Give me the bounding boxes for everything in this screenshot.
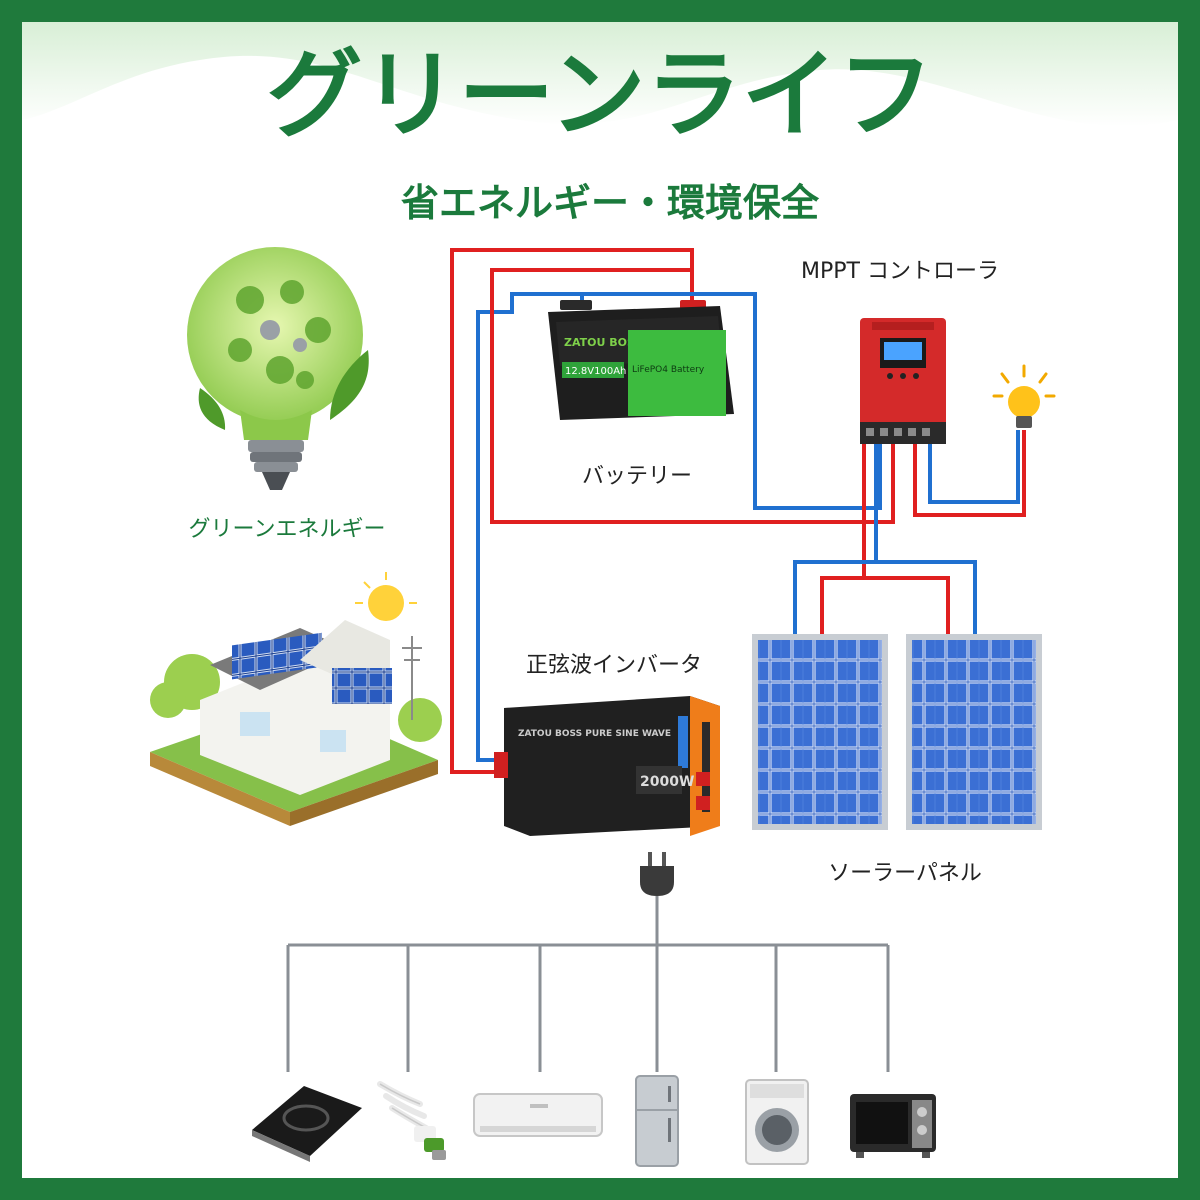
microwave-icon	[850, 1094, 936, 1158]
cfl-bulb-icon	[377, 1081, 446, 1160]
battery-chemistry: LiFePO4 Battery	[632, 365, 705, 375]
wire-load-negative	[928, 430, 1020, 504]
inverter-power: 2000W	[640, 774, 694, 790]
solar-panel-left-icon	[752, 634, 888, 830]
header-wave	[22, 22, 1178, 127]
wire-load-positive	[913, 430, 1026, 517]
lightbulb-icon	[992, 364, 1056, 428]
refrigerator-icon	[635, 1075, 679, 1167]
plug-icon	[640, 852, 674, 896]
green-energy-label: グリーンエネルギー	[189, 517, 386, 542]
wire-battery-controller-positive	[490, 268, 895, 524]
battery-rating: 12.8V100Ah	[565, 366, 626, 377]
battery-brand: ZATOU BOSS	[564, 336, 642, 349]
inverter-brand: ZATOU BOSS PURE SINE WAVE	[518, 729, 671, 739]
induction-cooker-icon	[252, 1086, 362, 1162]
inner-canvas	[22, 22, 1178, 1178]
wire-panel-negative	[793, 442, 977, 638]
air-conditioner-icon	[473, 1093, 603, 1137]
solar-panel-label: ソーラーパネル	[828, 861, 982, 886]
page-subtitle: 省エネルギー・環境保全	[401, 181, 820, 225]
solar-panel-right-icon	[906, 634, 1042, 830]
distribution-tree	[286, 896, 890, 1072]
inverter-label: 正弦波インバータ	[526, 653, 702, 678]
wiring	[450, 248, 1026, 774]
wire-panel-positive	[820, 442, 950, 638]
page-title: グリーンライフ	[266, 39, 933, 151]
wire-battery-controller-negative	[580, 292, 882, 510]
mppt-controller-icon	[860, 318, 946, 444]
green-energy-bulb-icon	[187, 247, 369, 490]
battery-icon: ZATOU BOSS 12.8V100Ah LiFePO4 Battery	[548, 300, 734, 420]
solar-house-icon	[150, 572, 442, 826]
controller-label: MPPT コントローラ	[801, 259, 999, 284]
washing-machine-icon	[745, 1079, 809, 1165]
inverter-icon: 2000W ZATOU BOSS PURE SINE WAVE	[494, 696, 720, 836]
battery-label: バッテリー	[582, 464, 692, 489]
